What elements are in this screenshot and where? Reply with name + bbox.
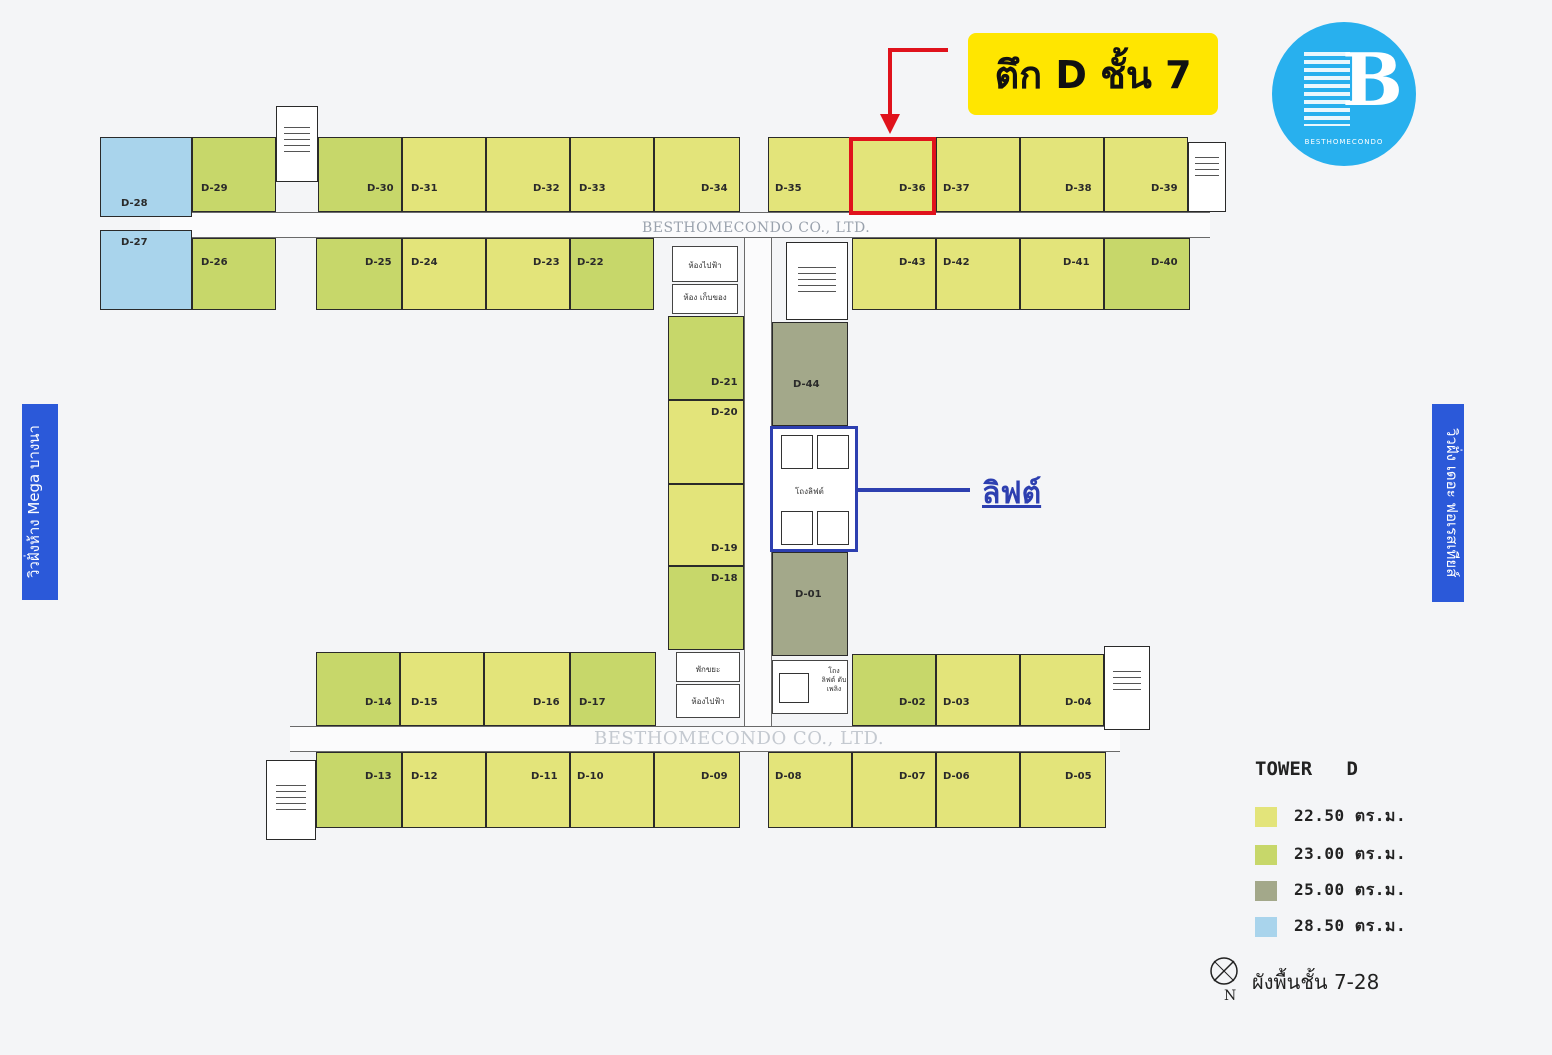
lift-lobby-label: โถงลิฟต์ bbox=[795, 487, 824, 496]
unit-d-42[interactable]: D-42 bbox=[936, 238, 1020, 310]
stair-bottom-left bbox=[266, 760, 316, 840]
besthomecondo-logo: B BESTHOMECONDO bbox=[1272, 22, 1416, 166]
unit-d-40[interactable]: D-40 bbox=[1104, 238, 1190, 310]
watermark-bottom: BESTHOMECONDO CO., LTD. bbox=[594, 728, 885, 749]
compass-north-label: N bbox=[1224, 988, 1237, 1004]
callout-label: ตึก D ชั้น 7 bbox=[994, 52, 1192, 97]
legend-label: 25.00 ตร.ม. bbox=[1294, 880, 1407, 899]
unit-d-37[interactable]: D-37 bbox=[936, 137, 1020, 212]
legend-label: 22.50 ตร.ม. bbox=[1294, 806, 1407, 825]
stair-bottom-right bbox=[1104, 646, 1150, 730]
garbage-room: พักขยะ bbox=[676, 652, 740, 682]
legend-label: 23.00 ตร.ม. bbox=[1294, 844, 1407, 863]
unit-d-08[interactable]: D-08 bbox=[768, 752, 852, 828]
unit-d-17[interactable]: D-17 bbox=[570, 652, 656, 726]
legend-swatch bbox=[1255, 806, 1277, 827]
legend-swatch bbox=[1255, 916, 1277, 937]
legend-swatch bbox=[1255, 880, 1277, 901]
stair-top-left bbox=[276, 106, 318, 182]
legend-label: 28.50 ตร.ม. bbox=[1294, 916, 1407, 935]
unit-d-34[interactable]: D-34 bbox=[654, 137, 740, 212]
top-corridor bbox=[160, 212, 1210, 238]
unit-d-35[interactable]: D-35 bbox=[768, 137, 852, 212]
lift-pointer-line bbox=[858, 488, 970, 492]
stair-top-right bbox=[1188, 142, 1226, 212]
bottom-corridor bbox=[290, 726, 1120, 752]
unit-d-23[interactable]: D-23 bbox=[486, 238, 570, 310]
unit-d-03[interactable]: D-03 bbox=[936, 654, 1020, 726]
unit-d-01[interactable]: D-01 bbox=[772, 552, 848, 656]
unit-d-38[interactable]: D-38 bbox=[1020, 137, 1104, 212]
lift-car-icon bbox=[817, 435, 849, 469]
unit-d-11[interactable]: D-11 bbox=[486, 752, 570, 828]
unit-d-22[interactable]: D-22 bbox=[570, 238, 654, 310]
unit-highlight-box bbox=[849, 137, 936, 215]
unit-d-39[interactable]: D-39 bbox=[1104, 137, 1188, 212]
unit-d-33[interactable]: D-33 bbox=[570, 137, 654, 212]
unit-d-43[interactable]: D-43 bbox=[852, 238, 936, 310]
unit-d-44[interactable]: D-44 bbox=[772, 322, 848, 426]
tower-floor-callout: ตึก D ชั้น 7 bbox=[968, 33, 1218, 115]
unit-d-32-a[interactable]: D-32 bbox=[486, 137, 570, 212]
trash-room-top: ห้องไปฟ้า bbox=[672, 246, 738, 282]
logo-letter: B bbox=[1342, 37, 1403, 122]
unit-d-04[interactable]: D-04 bbox=[1020, 654, 1104, 726]
building-icon bbox=[1304, 52, 1350, 126]
unit-d-31[interactable]: D-31 bbox=[402, 137, 486, 212]
unit-d-21[interactable]: D-21 bbox=[668, 316, 744, 400]
legend-row: 28.50 ตร.ม. bbox=[1255, 914, 1406, 939]
legend-row: 23.00 ตร.ม. bbox=[1255, 842, 1406, 867]
logo-caption: BESTHOMECONDO bbox=[1304, 138, 1384, 146]
fire-lift-icon bbox=[779, 673, 809, 703]
unit-d-27[interactable]: D-27 bbox=[100, 230, 192, 310]
unit-d-13[interactable]: D-13 bbox=[316, 752, 402, 828]
unit-d-07[interactable]: D-07 bbox=[852, 752, 936, 828]
legend-title: TOWER D bbox=[1255, 758, 1358, 780]
unit-d-26[interactable]: D-26 bbox=[192, 238, 276, 310]
unit-d-16[interactable]: D-16 bbox=[484, 652, 570, 726]
trash-room-bottom: ห้องไปฟ้า bbox=[676, 684, 740, 718]
side-label-right: วิวฝั่ง เดอะ ฟอเรสเทียส์ bbox=[1432, 404, 1464, 602]
side-label-left: วิวฝั่งห้าง Mega บางนา bbox=[22, 404, 58, 600]
unit-d-20[interactable]: D-20 bbox=[668, 400, 744, 484]
lift-car-icon bbox=[781, 435, 813, 469]
lift-car-icon bbox=[817, 511, 849, 545]
unit-d-12[interactable]: D-12 bbox=[402, 752, 486, 828]
red-arrow-icon bbox=[880, 48, 948, 134]
stair-center-top bbox=[786, 242, 848, 320]
storage-room: ห้อง เก็บของ bbox=[672, 284, 738, 314]
lift-lobby: โถงลิฟต์ bbox=[770, 426, 858, 552]
unit-d-41[interactable]: D-41 bbox=[1020, 238, 1104, 310]
floor-plan-caption: ผังพื้นชั้น 7-28 bbox=[1252, 970, 1380, 994]
legend-row: 22.50 ตร.ม. bbox=[1255, 804, 1406, 829]
unit-d-15[interactable]: D-15 bbox=[400, 652, 484, 726]
unit-d-14[interactable]: D-14 bbox=[316, 652, 400, 726]
vertical-corridor bbox=[744, 238, 772, 726]
unit-d-10[interactable]: D-10 bbox=[570, 752, 654, 828]
watermark-top: BESTHOMECONDO CO., LTD. bbox=[642, 220, 871, 236]
lift-label: ลิฟต์ bbox=[982, 476, 1042, 511]
compass-icon bbox=[1210, 957, 1238, 985]
unit-d-24[interactable]: D-24 bbox=[402, 238, 486, 310]
unit-d-30[interactable]: D-30 bbox=[318, 137, 402, 212]
unit-d-19[interactable]: D-19 bbox=[668, 484, 744, 566]
unit-d-29[interactable]: D-29 bbox=[192, 137, 276, 212]
unit-d-09[interactable]: D-09 bbox=[654, 752, 740, 828]
fire-lift-lobby: โถง ลิฟต์ ดับเพลิง bbox=[772, 660, 848, 714]
unit-d-18[interactable]: D-18 bbox=[668, 566, 744, 650]
legend-swatch bbox=[1255, 844, 1277, 865]
unit-d-05[interactable]: D-05 bbox=[1020, 752, 1106, 828]
legend-row: 25.00 ตร.ม. bbox=[1255, 878, 1406, 903]
unit-d-06[interactable]: D-06 bbox=[936, 752, 1020, 828]
unit-d-25[interactable]: D-25 bbox=[316, 238, 402, 310]
lift-car-icon bbox=[781, 511, 813, 545]
unit-d-02[interactable]: D-02 bbox=[852, 654, 936, 726]
unit-d-28[interactable]: D-28 bbox=[100, 137, 192, 217]
